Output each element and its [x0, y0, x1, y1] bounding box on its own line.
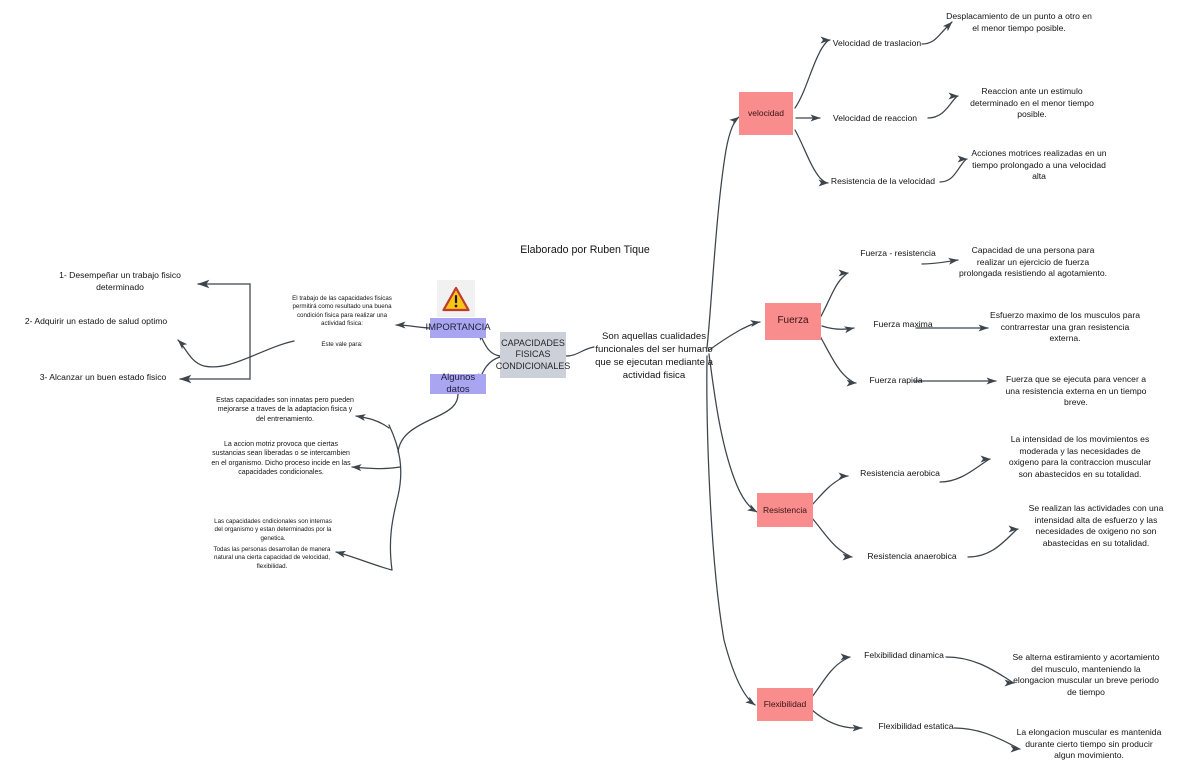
node-flexibilidad-label: Flexibilidad: [763, 699, 807, 710]
flexibilidad-child-1-label: Flexibilidad estatica: [878, 721, 954, 731]
center-node-label: CAPACIDADES FISICAS CONDICIONALES: [495, 338, 571, 371]
algunos-datos-note-2: La accion motriz provoca que ciertas sus…: [211, 441, 351, 477]
velocidad-child-2-label: Resistencia de la velocidad: [830, 176, 936, 186]
importancia-item-2: 2- Adquirir un estado de salud optimo: [24, 316, 168, 326]
importancia-item-3: 3- Alcanzar un buen estado fisico: [39, 372, 167, 382]
flexibilidad-child-1-desc: La elongacion muscular es mantenida dura…: [1016, 727, 1162, 761]
velocidad-child-2-desc: Acciones motrices realizadas en un tiemp…: [971, 148, 1107, 182]
resistencia-child-1-label: Resistencia anaerobica: [867, 551, 957, 561]
resistencia-child-0-desc: La intensidad de los movimientos es mode…: [1008, 434, 1152, 479]
velocidad-child-0-desc: Desplacamiento de un punto a otro en el …: [946, 11, 1092, 33]
resistencia-child-1-desc: Se realizan las actividades con una inte…: [1028, 503, 1164, 548]
velocidad-child-0-label: Velocidad de traslacion: [832, 38, 922, 48]
author-note: Elaborado por Ruben Tique: [520, 244, 650, 256]
fuerza-child-2-label: Fuerza rapida: [869, 375, 923, 385]
center-node[interactable]: CAPACIDADES FISICAS CONDICIONALES: [496, 332, 570, 378]
importancia-item-1: 1- Desempeñar un trabajo fisico determin…: [59, 270, 181, 292]
fuerza-child-2-desc: Fuerza que se ejecuta para vencer a una …: [1005, 374, 1147, 408]
velocidad-child-1-desc: Reaccion ante un estimulo determinado en…: [970, 86, 1094, 120]
node-fuerza[interactable]: Fuerza: [765, 303, 821, 340]
fuerza-child-0-label: Fuerza - resistencia: [860, 248, 936, 258]
algunos-datos-note-1: Estas capacidades son innatas pero puede…: [216, 397, 354, 423]
node-importancia[interactable]: IMPORTANCIA: [425, 318, 491, 338]
node-algunos-datos-label: Algunos datos: [440, 372, 476, 395]
node-flexibilidad[interactable]: Flexibilidad: [757, 688, 813, 721]
center-definition: Son aquellas cualidades funcionales del …: [595, 331, 713, 381]
velocidad-child-1-label: Velocidad de reaccion: [832, 113, 918, 123]
node-velocidad[interactable]: velocidad: [739, 92, 793, 135]
fuerza-child-1-desc: Esfuerzo maximo de los musculos para con…: [990, 310, 1140, 344]
node-importancia-label: IMPORTANCIA: [425, 322, 491, 334]
node-resistencia-label: Resistencia: [763, 504, 807, 515]
importancia-subintro: Este vale para:: [321, 341, 363, 348]
fuerza-child-0-desc: Capacidad de una persona para realizar u…: [958, 245, 1108, 279]
warning-icon: [437, 280, 475, 317]
node-algunos-datos[interactable]: Algunos datos: [430, 372, 486, 395]
node-velocidad-label: velocidad: [748, 108, 784, 119]
node-fuerza-label: Fuerza: [777, 315, 809, 327]
flexibilidad-child-0-desc: Se alterna estiramiento y acortamiento d…: [1012, 652, 1160, 697]
node-resistencia[interactable]: Resistencia: [757, 493, 813, 527]
algunos-datos-note-3: Las capacidades cndicionales son interna…: [214, 518, 332, 542]
importancia-intro: El trabajo de las capacidades fisicas pe…: [292, 295, 392, 328]
warning-triangle-glyph: [442, 286, 470, 311]
fuerza-child-1-label: Fuerza maxima: [873, 319, 933, 329]
resistencia-child-0-label: Resistencia aerobica: [860, 468, 940, 478]
algunos-datos-note-4: Todas las personas desarrollan de manera…: [213, 546, 331, 570]
flexibilidad-child-0-label: Felxibilidad dinamica: [864, 650, 944, 660]
